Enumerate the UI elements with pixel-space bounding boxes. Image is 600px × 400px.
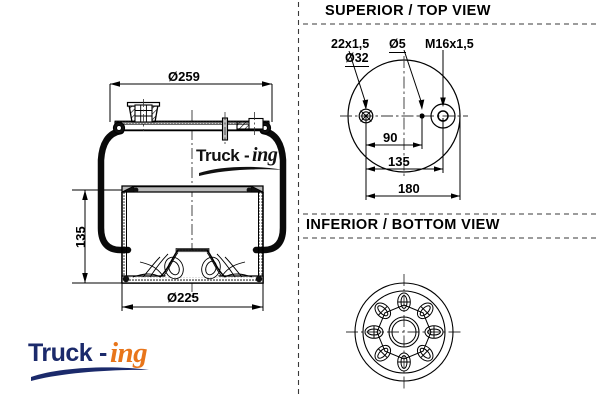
top-view-leaders [348, 49, 446, 110]
bottom-view-group [346, 274, 462, 390]
air-port-boss [126, 99, 161, 131]
main-view-group [72, 81, 287, 311]
center-bore-outer [388, 316, 420, 348]
bead-left [112, 121, 126, 135]
dim-90 [365, 118, 423, 149]
dim-label-90: 90 [383, 130, 398, 145]
rubber-bellows [97, 127, 287, 254]
center-bore-inner [391, 319, 417, 345]
dim-259 [109, 81, 273, 122]
top-view-title: SUPERIOR / TOP VIEW [325, 3, 491, 19]
brand-word: Truck [28, 339, 93, 367]
flange-inner-ring [362, 290, 446, 374]
bottom-view-title: INFERIOR / BOTTOM VIEW [306, 217, 500, 233]
dim-label-135: 135 [388, 154, 410, 169]
top-view-group [340, 49, 468, 200]
dim-180 [365, 116, 461, 200]
brand-suffix: ing [110, 337, 148, 369]
dim-135-height [72, 189, 126, 284]
watermark-swoosh [199, 166, 284, 176]
callout-label-hole-5: Ø5 [389, 37, 406, 53]
dim-135-top [365, 118, 444, 173]
hole-5 [419, 113, 425, 119]
center-pin [221, 112, 229, 144]
watermark-dash: - [244, 146, 250, 165]
flange-outer [354, 282, 454, 382]
threaded-stud [236, 112, 264, 136]
dim-label-height: 135 [73, 226, 88, 248]
watermark-logo: Truck - ing [196, 144, 292, 176]
dim-225 [121, 282, 264, 311]
callout-label-bore-32: Ø32 [345, 51, 369, 67]
watermark-word: Truck [196, 146, 240, 165]
callout-label-stud-m16: M16x1,5 [425, 37, 474, 51]
brand-dash: - [99, 339, 108, 367]
dim-label-top-diameter: Ø259 [168, 69, 200, 84]
dim-label-bottom-diameter: Ø225 [167, 290, 199, 305]
lug-web [376, 304, 432, 360]
piston-body [121, 185, 264, 284]
top-plate [112, 99, 272, 144]
dim-label-180: 180 [398, 181, 420, 196]
flange-lugs [364, 292, 444, 372]
watermark-suffix: ing [252, 144, 278, 166]
piston-ribs [132, 253, 253, 280]
callout-label-port-22x15: 22x1,5 [331, 37, 370, 51]
bottom-view-centerlines [346, 274, 462, 390]
brand-swoosh [31, 367, 149, 381]
panel-dividers [297, 2, 596, 398]
brand-logo: Truck - ing [28, 337, 156, 383]
